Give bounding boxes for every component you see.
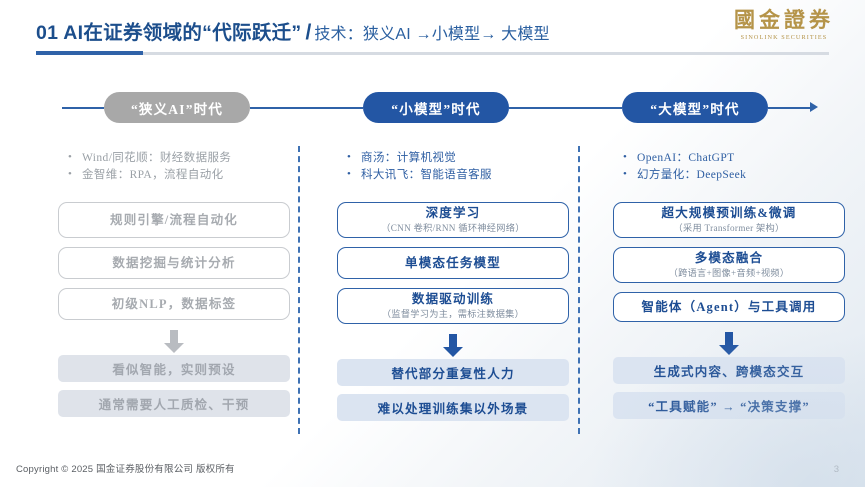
timeline-stage-narrow-ai[interactable]: “狭义AI”时代 xyxy=(104,92,250,123)
capability-box-title: 数据驱动训练 xyxy=(411,292,495,306)
capability-box[interactable]: 超大规模预训练&微调 （采用 Transformer 架构） xyxy=(613,202,845,238)
list-item: 科大讯飞：智能语音客服 xyxy=(337,166,569,184)
outcome-label: 难以处理训练集以外场景 xyxy=(377,402,529,416)
capability-box[interactable]: 初级NLP，数据标签 xyxy=(58,288,290,320)
outcome-label: 看似智能，实则预设 xyxy=(112,363,236,377)
list-item: Wind/同花顺：财经数据服务 xyxy=(58,149,290,167)
down-arrow-icon xyxy=(613,331,845,357)
capability-box-title: 数据挖掘与统计分析 xyxy=(112,256,236,270)
title-underline xyxy=(36,52,829,55)
capability-box-title: 初级NLP，数据标签 xyxy=(111,297,237,311)
timeline-line-segment xyxy=(768,107,810,109)
outcome-box[interactable]: 通常需要人工质检、干预 xyxy=(58,390,290,417)
capability-box-subtitle: （监督学习为主，需标注数据集） xyxy=(381,309,525,319)
outcome-box[interactable]: 难以处理训练集以外场景 xyxy=(337,394,569,421)
timeline-stage-label: “狭义AI”时代 xyxy=(130,101,224,117)
outcome-box[interactable]: 看似智能，实则预设 xyxy=(58,355,290,382)
timeline-stage-label: “大模型”时代 xyxy=(650,101,740,117)
capability-box[interactable]: 数据挖掘与统计分析 xyxy=(58,247,290,279)
capability-box[interactable]: 智能体（Agent）与工具调用 xyxy=(613,292,845,322)
copyright-text: Copyright © 2025 国金证券股份有限公司 版权所有 xyxy=(16,464,235,475)
outcome-label: 替代部分重复性人力 xyxy=(391,367,515,381)
column-divider xyxy=(298,146,300,434)
page-number: 3 xyxy=(833,464,839,475)
company-logo: 國金證券 SINOLINK SECURITIES xyxy=(725,8,843,52)
column-bullet-list: Wind/同花顺：财经数据服务 金智维：RPA，流程自动化 xyxy=(58,142,290,202)
timeline-stage-small-model[interactable]: “小模型”时代 xyxy=(363,92,509,123)
slide-header: 01 AI在证券领域的“代际跃迁” / 技术：狭义AI →小模型→ 大模型 國金… xyxy=(0,0,865,62)
page-title: 01 AI在证券领域的“代际跃迁” / 技术：狭义AI →小模型→ 大模型 xyxy=(36,16,550,45)
column-divider xyxy=(578,146,580,434)
title-separator: / xyxy=(305,21,312,44)
column-small-model: 商汤：计算机视觉 科大讯飞：智能语音客服 深度学习 （CNN 卷积/RNN 循环… xyxy=(337,142,569,429)
list-item: OpenAI：ChatGPT xyxy=(613,149,845,167)
capability-box[interactable]: 深度学习 （CNN 卷积/RNN 循环神经网络） xyxy=(337,202,569,238)
timeline: “狭义AI”时代 “小模型”时代 “大模型”时代 xyxy=(0,92,865,124)
list-item: 幻方量化：DeepSeek xyxy=(613,166,845,184)
timeline-line-segment xyxy=(250,107,363,109)
capability-box-title: 智能体（Agent）与工具调用 xyxy=(641,300,817,314)
down-arrow-icon xyxy=(337,333,569,359)
outcome-box[interactable]: “工具赋能” → “决策支撑” xyxy=(613,392,845,419)
column-bullet-list: 商汤：计算机视觉 科大讯飞：智能语音客服 xyxy=(337,142,569,202)
capability-box-subtitle: （跨语言+图像+音频+视频） xyxy=(668,268,790,278)
page-title-subtitle: 技术：狭义AI →小模型→ 大模型 xyxy=(314,26,550,43)
column-bullet-list: OpenAI：ChatGPT 幻方量化：DeepSeek xyxy=(613,142,845,202)
capability-box[interactable]: 单模态任务模型 xyxy=(337,247,569,279)
logo-chinese-name: 國金證券 xyxy=(734,8,834,32)
timeline-line-segment xyxy=(62,107,104,109)
outcome-label: 生成式内容、跨模态交互 xyxy=(653,365,805,379)
capability-box-title: 单模态任务模型 xyxy=(405,256,501,270)
capability-box[interactable]: 数据驱动训练 （监督学习为主，需标注数据集） xyxy=(337,288,569,324)
capability-box-subtitle: （采用 Transformer 架构） xyxy=(673,223,785,233)
column-narrow-ai: Wind/同花顺：财经数据服务 金智维：RPA，流程自动化 规则引擎/流程自动化… xyxy=(58,142,290,425)
capability-box-title: 多模态融合 xyxy=(694,251,764,265)
outcome-box[interactable]: 生成式内容、跨模态交互 xyxy=(613,357,845,384)
down-arrow-icon xyxy=(58,329,290,355)
outcome-label: 通常需要人工质检、干预 xyxy=(98,398,250,412)
capability-box-title: 规则引擎/流程自动化 xyxy=(110,213,238,227)
timeline-arrow-icon xyxy=(810,102,818,112)
logo-english-name: SINOLINK SECURITIES xyxy=(740,34,828,41)
timeline-stage-large-model[interactable]: “大模型”时代 xyxy=(622,92,768,123)
capability-box[interactable]: 多模态融合 （跨语言+图像+音频+视频） xyxy=(613,247,845,283)
capability-box-subtitle: （CNN 卷积/RNN 循环神经网络） xyxy=(381,223,525,233)
capability-box-title: 深度学习 xyxy=(425,206,481,220)
list-item: 商汤：计算机视觉 xyxy=(337,149,569,167)
capability-box[interactable]: 规则引擎/流程自动化 xyxy=(58,202,290,238)
outcome-label: “工具赋能” → “决策支撑” xyxy=(648,400,810,414)
page-title-main: 01 AI在证券领域的“代际跃迁” xyxy=(36,22,302,44)
timeline-line-segment xyxy=(509,107,622,109)
title-underline-accent xyxy=(36,51,143,55)
capability-box-title: 超大规模预训练&微调 xyxy=(661,206,797,220)
column-large-model: OpenAI：ChatGPT 幻方量化：DeepSeek 超大规模预训练&微调 … xyxy=(613,142,845,427)
list-item: 金智维：RPA，流程自动化 xyxy=(58,166,290,184)
outcome-box[interactable]: 替代部分重复性人力 xyxy=(337,359,569,386)
timeline-stage-label: “小模型”时代 xyxy=(391,101,481,117)
